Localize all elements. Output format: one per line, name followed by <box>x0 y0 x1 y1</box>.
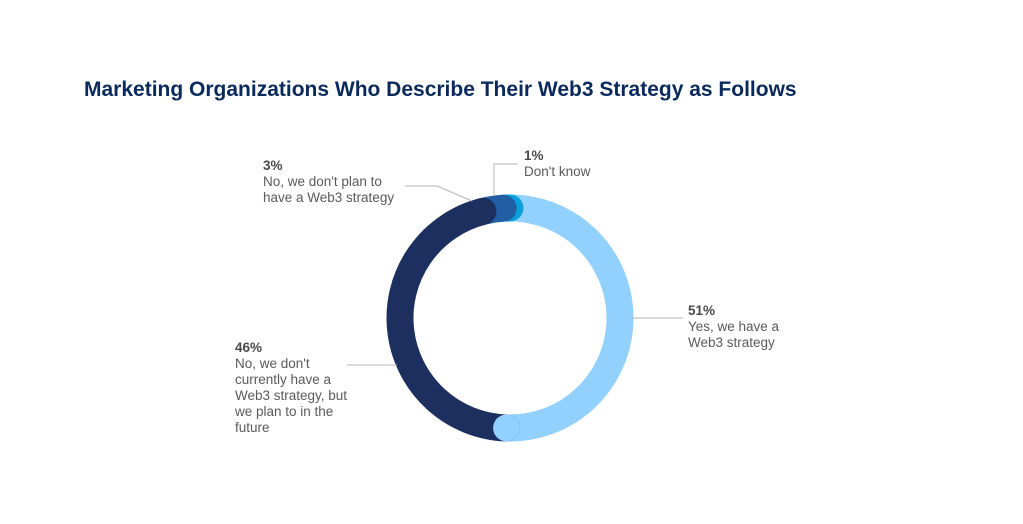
donut-slice-0 <box>493 194 634 442</box>
slice-percent: 1% <box>524 148 544 163</box>
data-label-yes: 51% Yes, we have a Web3 strategy <box>688 303 788 351</box>
data-label-no-plan: 3% No, we don't plan to have a Web3 stra… <box>263 158 413 206</box>
slice-label: Yes, we have a Web3 strategy <box>688 319 780 350</box>
slice-percent: 46% <box>235 340 263 355</box>
chart-title: Marketing Organizations Who Describe The… <box>84 78 797 101</box>
data-label-plan-future: 46% No, we don't currently have a Web3 s… <box>235 340 350 436</box>
slice-percent: 3% <box>263 158 283 173</box>
slice-percent: 51% <box>688 303 716 318</box>
slice-label: No, we don't plan to have a Web3 strateg… <box>263 174 395 205</box>
donut-slice-1 <box>386 197 521 442</box>
leader-line-dont-know <box>493 163 518 196</box>
leader-line-no-plan <box>405 185 473 202</box>
slice-label: No, we don't currently have a Web3 strat… <box>235 356 348 435</box>
data-label-dont-know: 1% Don't know <box>524 148 590 180</box>
slice-label: Don't know <box>524 164 591 179</box>
donut-slice-0-cap <box>493 414 521 442</box>
